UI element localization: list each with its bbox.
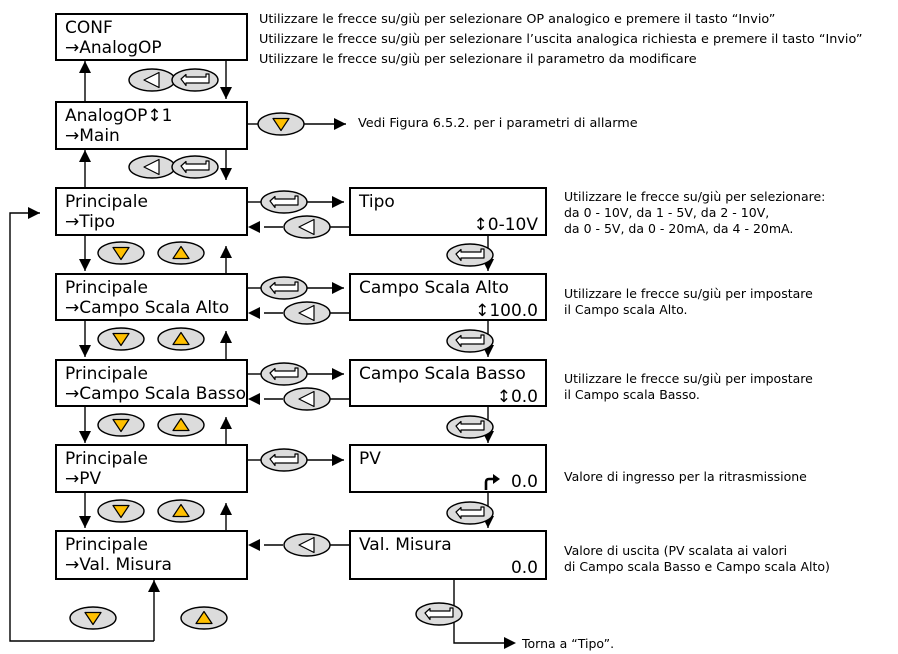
- value-box-campo-scala-alto: Campo Scala Alto ↕100.0: [349, 273, 547, 321]
- note-basso: Utilizzare le frecce su/giù per impostar…: [564, 371, 813, 403]
- menu-box-title: Principale: [65, 278, 148, 298]
- note-alto-line: il Campo scala Alto.: [564, 302, 688, 317]
- menu-box-title: Principale: [65, 192, 148, 212]
- value-box-value: 0.0: [510, 558, 538, 578]
- note-return-text: Torna a “Tipo”.: [522, 636, 615, 651]
- note-tipo-line: da 0 - 5V, da 0 - 20mA, da 4 - 20mA.: [564, 221, 794, 236]
- value-box-value: ↕0.0: [496, 387, 538, 407]
- note-alarm-text: Vedi Figura 6.5.2. per i parametri di al…: [358, 116, 638, 131]
- note-tipo-line: da 0 - 10V, da 1 - 5V, da 2 - 10V,: [564, 205, 770, 220]
- value-box-campo-scala-basso: Campo Scala Basso ↕0.0: [349, 359, 547, 407]
- value-box-val-misura: Val. Misura 0.0: [349, 530, 547, 580]
- conf-box-title: CONF: [65, 18, 113, 38]
- note-tipo: Utilizzare le frecce su/giù per selezion…: [564, 189, 825, 237]
- hook-arrow-icon: [483, 473, 501, 491]
- menu-box-title: Principale: [65, 364, 148, 384]
- menu-box-campo-scala-basso: Principale →Campo Scala Basso: [55, 359, 248, 407]
- analogop-box: AnalogOP↕1 →Main: [55, 101, 248, 150]
- value-box-title: Campo Scala Basso: [359, 364, 526, 384]
- note-pv-text: Valore di ingresso per la ritrasmissione: [564, 469, 807, 484]
- menu-box-pv: Principale →PV: [55, 444, 248, 493]
- note-alto: Utilizzare le frecce su/giù per impostar…: [564, 286, 813, 318]
- note-top: Utilizzare le frecce su/giù per selezion…: [259, 10, 862, 70]
- note-misura-line: Valore di uscita (PV scalata ai valori: [564, 543, 788, 558]
- note-pv: Valore di ingresso per la ritrasmissione: [564, 469, 807, 485]
- value-box-title: Campo Scala Alto: [359, 278, 509, 298]
- menu-box-val-misura: Principale →Val. Misura: [55, 530, 248, 580]
- note-tipo-line: Utilizzare le frecce su/giù per selezion…: [564, 189, 826, 204]
- note-top-line: Utilizzare le frecce su/giù per selezion…: [259, 52, 697, 67]
- value-box-value: ↕0-10V: [473, 215, 538, 235]
- menu-box-selection: →Val. Misura: [65, 555, 172, 575]
- value-box-pv: PV 0.0: [349, 444, 547, 493]
- analogop-box-title: AnalogOP↕1: [65, 106, 173, 126]
- menu-box-title: Principale: [65, 535, 148, 555]
- value-box-title: Tipo: [359, 192, 395, 212]
- note-basso-line: Utilizzare le frecce su/giù per impostar…: [564, 371, 813, 386]
- note-alarm: Vedi Figura 6.5.2. per i parametri di al…: [358, 116, 638, 132]
- conf-box-selection: →AnalogOP: [65, 38, 162, 58]
- menu-box-selection: →Campo Scala Alto: [65, 298, 230, 318]
- menu-box-selection: →Campo Scala Basso: [65, 384, 246, 404]
- note-top-line: Utilizzare le frecce su/giù per selezion…: [259, 12, 776, 27]
- note-misura: Valore di uscita (PV scalata ai valori d…: [564, 543, 830, 575]
- value-box-tipo: Tipo ↕0-10V: [349, 187, 547, 236]
- menu-box-title: Principale: [65, 449, 148, 469]
- menu-box-selection: →PV: [65, 469, 102, 489]
- analogop-box-selection: →Main: [65, 126, 120, 146]
- value-box-value: 0.0: [510, 472, 538, 492]
- menu-box-tipo: Principale →Tipo: [55, 187, 248, 236]
- value-box-title: PV: [359, 449, 381, 469]
- note-misura-line: di Campo scala Basso e Campo scala Alto): [564, 559, 830, 574]
- menu-box-campo-scala-alto: Principale →Campo Scala Alto: [55, 273, 248, 321]
- note-alto-line: Utilizzare le frecce su/giù per impostar…: [564, 286, 813, 301]
- conf-box: CONF →AnalogOP: [55, 13, 248, 61]
- value-box-title: Val. Misura: [359, 535, 452, 555]
- note-return: Torna a “Tipo”.: [522, 636, 614, 652]
- note-basso-line: il Campo scala Basso.: [564, 387, 700, 402]
- note-top-line: Utilizzare le frecce su/giù per selezion…: [259, 32, 863, 47]
- value-box-value: ↕100.0: [475, 301, 538, 321]
- menu-box-selection: →Tipo: [65, 212, 116, 232]
